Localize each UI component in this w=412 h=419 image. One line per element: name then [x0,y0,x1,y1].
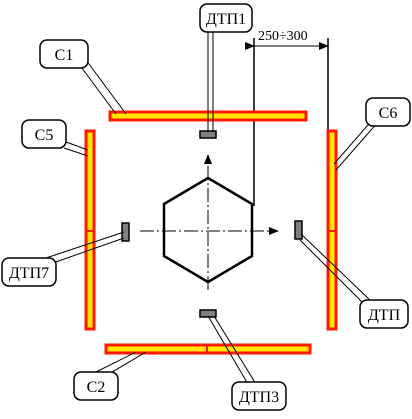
svg-text:ДТП3: ДТП3 [239,389,279,406]
callout-c5: С5 [21,119,67,149]
sensor-dtp7 [121,222,130,242]
svg-text:ДТП1: ДТП1 [206,11,246,28]
svg-text:С1: С1 [55,47,74,64]
hexagon-part [162,176,254,284]
callout-c2: С2 [73,371,119,401]
svg-text:С5: С5 [35,127,54,144]
svg-text:ДТП: ДТП [368,307,401,324]
callout-dtp: ДТП [359,299,409,329]
heater-c5 [84,129,96,331]
leader-lines [45,31,379,385]
callout-c6: С6 [365,97,411,127]
callout-dtp7: ДТП7 [1,257,57,287]
callout-dtp3: ДТП3 [231,381,287,411]
callout-dtp1: ДТП1 [199,3,253,33]
dimension-label: 250÷300 [258,29,308,44]
callout-c1: С1 [39,39,89,69]
heater-c2 [104,343,312,355]
sensor-dtp [294,220,303,240]
svg-text:ДТП7: ДТП7 [9,265,49,282]
heater-c6 [326,129,338,331]
sensor-dtp3 [199,309,217,318]
svg-text:С6: С6 [379,105,398,122]
sensor-dtp1 [199,130,217,139]
svg-text:С2: С2 [87,379,106,396]
